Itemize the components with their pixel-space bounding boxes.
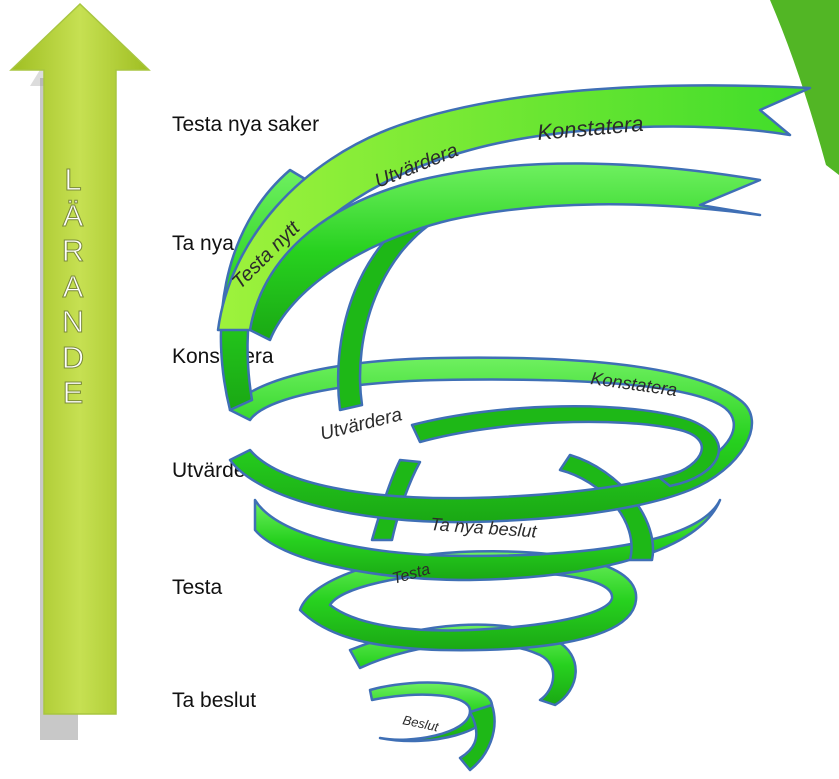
arrow-letter: Ä [62,197,84,233]
arrow-letter: D [61,339,85,375]
spiral-band [410,405,721,488]
spiral-band [248,162,762,342]
level-label: Testa nya saker [172,113,320,136]
spiral-band [368,681,494,743]
spiral-band [458,703,496,772]
spiral-label: Utvärdera [318,404,404,445]
arrow-letter: N [61,304,85,340]
arrow-letter: A [62,268,84,304]
spiral-band [228,356,754,524]
arrow-label: L Ä R A N D E [49,162,97,411]
level-label: Testa [172,576,223,599]
arrow-letter: L [64,162,82,198]
spiral-label: Beslut [401,712,441,734]
spiral-band [253,498,722,582]
level-label: Ta beslut [172,689,257,712]
arrow-letter: E [62,375,84,411]
arrow-letter: R [61,233,85,269]
spiral-band [216,84,812,332]
